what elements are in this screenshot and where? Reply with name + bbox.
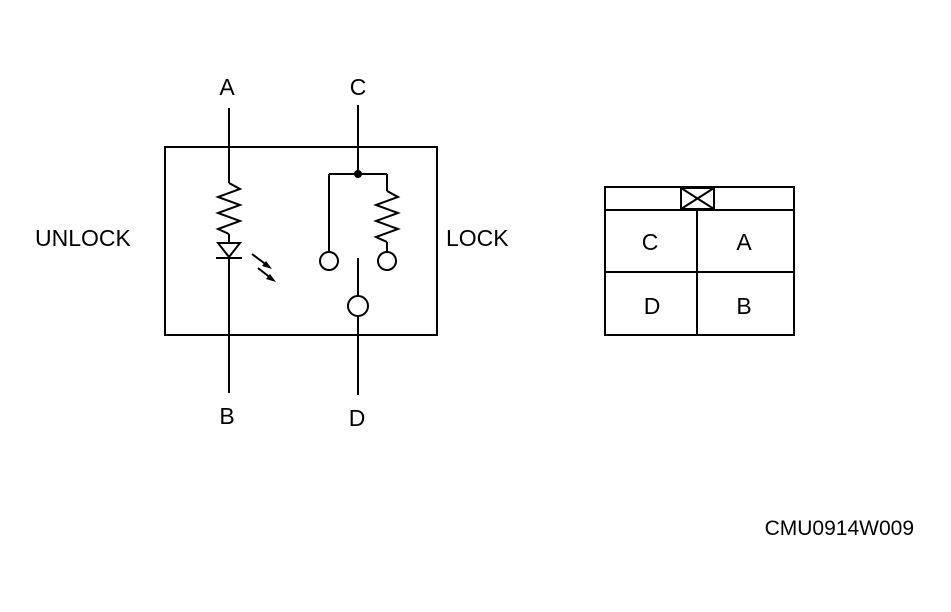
connector-lock-tab-icon <box>680 187 715 210</box>
figure-code: CMU0914W009 <box>765 517 914 540</box>
lock-switch-circuit <box>319 105 401 395</box>
unlock-label: UNLOCK <box>35 225 132 251</box>
lock-label: LOCK <box>446 225 509 251</box>
connector-view: C A D B <box>604 186 795 336</box>
resistor-symbol-left <box>215 182 243 235</box>
terminal-label-d: D <box>349 405 366 431</box>
switch-housing <box>164 146 438 336</box>
light-emission-arrows <box>251 253 276 282</box>
led-diode-symbol <box>215 242 243 259</box>
terminal-label-a: A <box>219 74 235 100</box>
connector-cell-c: C <box>642 229 659 255</box>
resistor-symbol-right <box>373 190 401 243</box>
terminal-label-b: B <box>219 403 234 429</box>
switch-schematic: A C B D UNLOCK LOCK <box>35 74 509 431</box>
contact-left <box>319 251 339 271</box>
indicator-circuit <box>215 108 276 393</box>
contact-common <box>347 295 369 317</box>
terminal-label-c: C <box>350 74 367 100</box>
connector-cell-a: A <box>736 229 752 255</box>
connector-cell-d: D <box>644 293 661 319</box>
contact-right <box>377 251 397 271</box>
connector-cell-b: B <box>736 293 751 319</box>
